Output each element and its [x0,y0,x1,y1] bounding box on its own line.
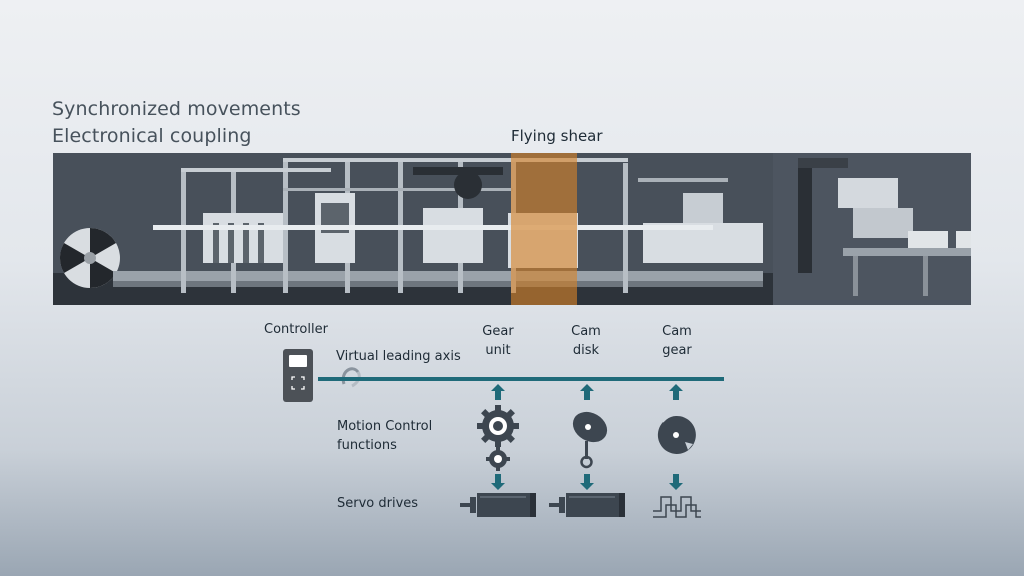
cam-disk-label: Cam disk [558,322,614,360]
cam-gear-label-line2: gear [662,343,692,358]
gear-unit-up-arrow-icon [491,384,505,400]
gear-unit-label-line1: Gear [482,324,514,339]
heading-synchronized-movements: Synchronized movements [52,98,301,120]
axis-rotation-icon [341,367,361,388]
gear-unit-label-line2: unit [485,343,511,358]
cam-gear-label-line1: Cam [662,324,692,339]
virtual-leading-axis-label: Virtual leading axis [336,349,461,364]
gear-unit-label: Gear unit [470,322,526,360]
motion-control-functions-label: Motion Control functions [337,417,432,455]
controller-screen [289,355,307,367]
controller-label: Controller [264,322,328,337]
heading-electronical-coupling: Electronical coupling [52,125,252,147]
cam-disk-label-line1: Cam [571,324,601,339]
cam-gear-down-arrow-icon [669,474,683,490]
flying-shear-highlight [511,153,577,305]
controller-device-icon [283,349,313,402]
cam-disk-label-line2: disk [572,343,600,358]
servo-motor-icon [460,493,536,517]
motion-control-functions-line1: Motion Control [337,419,433,434]
virtual-leading-axis-line [318,377,724,381]
cam-gear-label: Cam gear [649,322,705,360]
cam-disk-icon [572,411,608,469]
cam-gear-icon [657,415,696,454]
pulse-signal-icon [653,496,701,518]
servo-motor-icon [549,493,625,517]
servo-drives-label: Servo drives [337,496,419,511]
foil-reel-icon [59,228,120,288]
controller-keypad-icon [291,376,305,390]
gear-wheels-icon [477,405,519,471]
cam-disk-up-arrow-icon [580,384,594,400]
gear-unit-down-arrow-icon [491,474,505,490]
cam-gear-up-arrow-icon [669,384,683,400]
cam-disk-down-arrow-icon [580,474,594,490]
flying-shear-label: Flying shear [511,127,603,145]
motion-control-functions-line2: functions [337,438,397,453]
